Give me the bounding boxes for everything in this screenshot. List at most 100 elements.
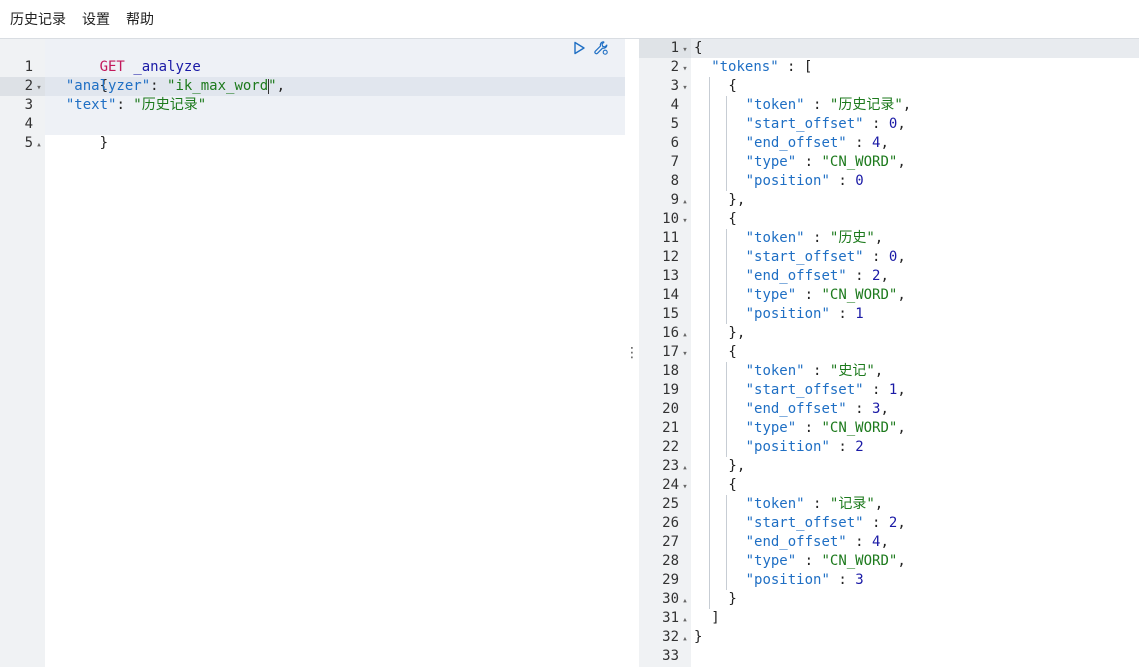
response-line[interactable]: "token" : "记录",	[691, 495, 1139, 514]
response-line[interactable]: {	[691, 476, 1139, 495]
json-key: "type"	[745, 553, 797, 569]
fold-toggle-icon[interactable]: ▾	[682, 64, 688, 74]
fold-toggle-icon[interactable]: ▴	[682, 615, 688, 625]
response-line[interactable]: {	[691, 210, 1139, 229]
response-line-number: 24▾	[639, 476, 691, 495]
panel-resizer[interactable]: ⋮	[625, 39, 639, 667]
json-punctuation: }	[728, 591, 737, 607]
json-punctuation: :	[796, 420, 822, 436]
response-line[interactable]: "start_offset" : 2,	[691, 514, 1139, 533]
menu-history[interactable]: 历史记录	[10, 12, 66, 28]
json-number: 1	[855, 306, 864, 322]
response-line[interactable]: }	[691, 628, 1139, 647]
response-line[interactable]: },	[691, 324, 1139, 343]
response-content[interactable]: {"tokens" : [{"token" : "历史记录","start_of…	[691, 39, 1139, 667]
request-path: _analyze	[133, 59, 201, 75]
response-line[interactable]: "position" : 2	[691, 438, 1139, 457]
fold-toggle-icon[interactable]: ▾	[682, 83, 688, 93]
fold-toggle-icon[interactable]: ▾	[682, 216, 688, 226]
response-line[interactable]: "type" : "CN_WORD",	[691, 552, 1139, 571]
json-punctuation: :	[829, 572, 856, 588]
json-punctuation: :	[796, 553, 822, 569]
response-line[interactable]: "position" : 1	[691, 305, 1139, 324]
response-line[interactable]: "end_offset" : 4,	[691, 533, 1139, 552]
response-line[interactable]: "end_offset" : 2,	[691, 267, 1139, 286]
request-line-3[interactable]: "analyzer": "ik_max_word",	[65, 78, 286, 94]
request-line-4[interactable]: "text": "历史记录"	[65, 97, 207, 113]
wrench-icon[interactable]	[593, 40, 609, 56]
json-number: 0	[888, 116, 898, 132]
fold-toggle-icon[interactable]: ▴	[682, 634, 688, 644]
response-line-number: 20	[662, 401, 679, 417]
json-punctuation: ,	[897, 382, 906, 398]
response-line[interactable]: "token" : "历史记录",	[691, 96, 1139, 115]
json-punctuation: ,	[897, 116, 906, 132]
request-line-number: 1	[24, 59, 33, 75]
request-line-5[interactable]: }	[99, 135, 109, 151]
request-line-1[interactable]: GET _analyze	[45, 39, 625, 75]
indent-guide	[726, 96, 728, 191]
json-number: 4	[872, 135, 881, 151]
response-line[interactable]: },	[691, 191, 1139, 210]
response-line-number: 13	[662, 268, 679, 284]
response-line[interactable]: "start_offset" : 1,	[691, 381, 1139, 400]
response-line[interactable]: {	[691, 343, 1139, 362]
json-string: "历史"	[829, 230, 875, 246]
fold-toggle-icon[interactable]: ▾	[682, 45, 688, 55]
response-line[interactable]: "token" : "史记",	[691, 362, 1139, 381]
response-line[interactable]: "token" : "历史",	[691, 229, 1139, 248]
request-line-2[interactable]: {	[99, 78, 109, 94]
indent-guide	[709, 77, 711, 609]
fold-toggle-icon[interactable]: ▴	[36, 140, 42, 150]
fold-toggle-icon[interactable]: ▾	[682, 482, 688, 492]
response-line[interactable]: "start_offset" : 0,	[691, 248, 1139, 267]
response-line[interactable]: "start_offset" : 0,	[691, 115, 1139, 134]
json-punctuation: ,	[902, 97, 912, 113]
json-number: 0	[855, 173, 864, 189]
play-icon[interactable]	[571, 40, 587, 56]
request-line-number: 3	[24, 97, 33, 113]
fold-toggle-icon[interactable]: ▴	[682, 596, 688, 606]
json-punctuation: :	[863, 382, 889, 398]
response-line[interactable]: ]	[691, 609, 1139, 628]
text-cursor	[267, 78, 269, 94]
json-key: "tokens"	[711, 59, 779, 75]
response-line[interactable]: "type" : "CN_WORD",	[691, 419, 1139, 438]
fold-toggle-icon[interactable]: ▴	[682, 197, 688, 207]
request-editor[interactable]: 1 2▾ 3 4 5▴ GET _analyze {	[0, 39, 625, 667]
request-line-number: 2▾	[0, 58, 45, 94]
response-line[interactable]: "position" : 3	[691, 571, 1139, 590]
response-line[interactable]: "end_offset" : 4,	[691, 134, 1139, 153]
json-number: 1	[888, 382, 898, 398]
json-punctuation: {	[728, 344, 737, 360]
response-line[interactable]: "type" : "CN_WORD",	[691, 153, 1139, 172]
json-punctuation: :	[829, 306, 856, 322]
json-string: "史记"	[829, 363, 875, 379]
response-line-number: 31▴	[639, 609, 691, 628]
fold-toggle-icon[interactable]: ▴	[682, 330, 688, 340]
response-line[interactable]: "position" : 0	[691, 172, 1139, 191]
request-content[interactable]: GET _analyze { "analyzer": "ik_max_word"…	[45, 39, 625, 667]
menu-settings[interactable]: 设置	[82, 12, 110, 28]
json-number: 2	[872, 268, 881, 284]
json-punctuation: {	[728, 477, 737, 493]
response-line[interactable]: "tokens" : [	[691, 58, 1139, 77]
response-line[interactable]: "type" : "CN_WORD",	[691, 286, 1139, 305]
json-punctuation: ,	[897, 515, 906, 531]
json-punctuation: ,	[880, 135, 889, 151]
fold-toggle-icon[interactable]: ▴	[682, 463, 688, 473]
fold-toggle-icon[interactable]: ▾	[682, 349, 688, 359]
response-line-number: 10▾	[639, 210, 691, 229]
menu-help[interactable]: 帮助	[126, 12, 154, 28]
response-line[interactable]: {	[691, 39, 1139, 58]
response-line[interactable]: {	[691, 77, 1139, 96]
response-line[interactable]: }	[691, 590, 1139, 609]
fold-toggle-icon[interactable]: ▾	[36, 83, 42, 93]
response-line[interactable]: "end_offset" : 3,	[691, 400, 1139, 419]
response-line[interactable]: },	[691, 457, 1139, 476]
json-key: "type"	[745, 287, 797, 303]
response-line[interactable]	[691, 647, 1139, 666]
response-line-number: 21	[662, 420, 679, 436]
